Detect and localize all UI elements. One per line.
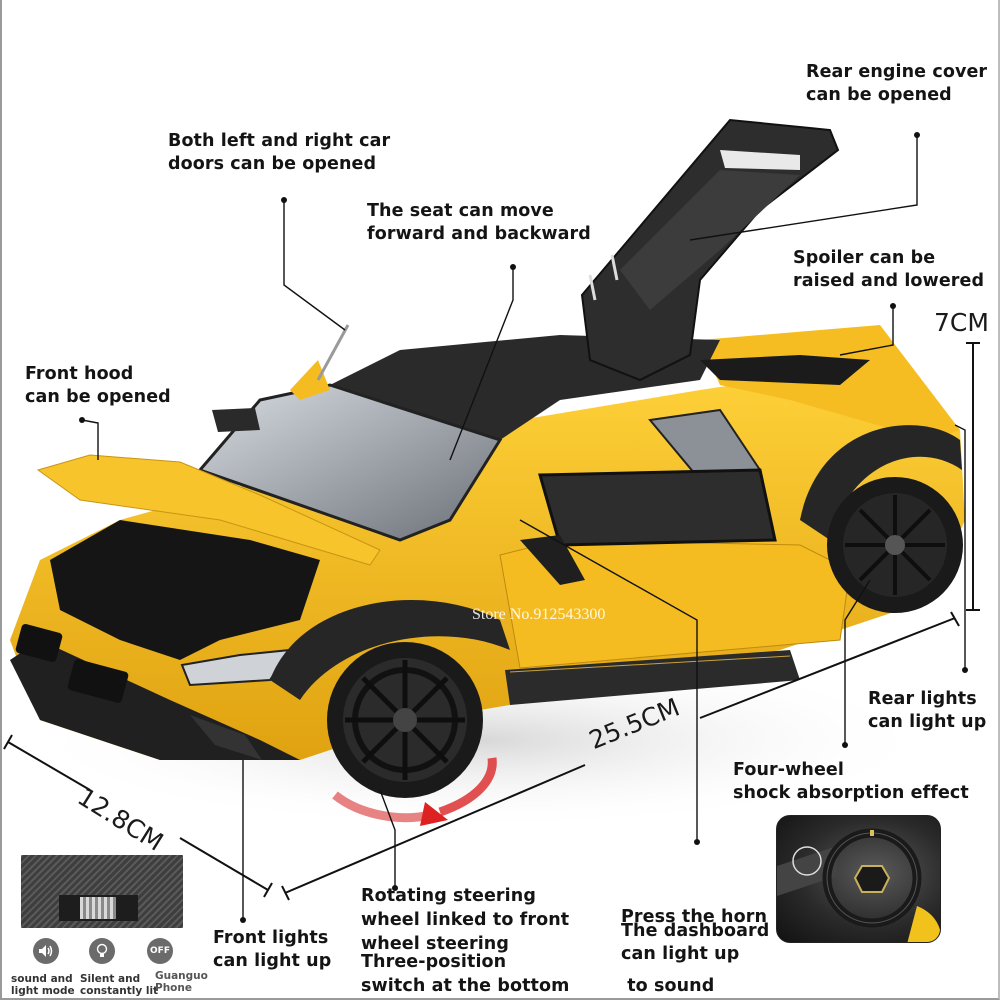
callout-dashboard: The dashboard can light up: [621, 920, 769, 966]
callout-spoiler: Spoiler can be raised and lowered: [793, 247, 984, 293]
callout-line: Front lights: [213, 928, 329, 948]
callout-line: Spoiler can be: [793, 248, 936, 268]
speaker-icon: [33, 938, 59, 964]
callout-line: switch at the bottom: [361, 976, 570, 996]
mode-label-off: Guanguo Phone: [155, 970, 208, 994]
dashboard-photo: [776, 815, 941, 943]
callout-shock-absorption: Four-wheel shock absorption effect: [733, 759, 969, 805]
mode-label-line: light mode: [11, 985, 75, 997]
callout-line: can light up: [621, 944, 740, 964]
callout-front-lights: Front lights can light up: [213, 927, 331, 973]
callout-seat: The seat can move forward and backward: [367, 200, 591, 246]
callout-line: Rear lights: [868, 689, 977, 709]
callout-line: to sound: [621, 976, 715, 996]
callout-line: Press the horn: [621, 907, 768, 927]
callout-line: Three-position: [361, 952, 507, 972]
bottom-switch-photo: [21, 855, 183, 928]
callout-line: forward and backward: [367, 224, 591, 244]
callout-line: can be opened: [25, 387, 171, 407]
mode-label-silent-lit: Silent and constantly lit: [80, 973, 158, 997]
steering-wheel-icon: [777, 828, 940, 942]
callout-switch: Three-position switch at the bottom: [361, 950, 569, 998]
mode-label-line: constantly lit: [80, 985, 159, 997]
callout-line: Four-wheel: [733, 760, 844, 780]
callout-line: can be opened: [806, 85, 952, 105]
callout-front-hood: Front hood can be opened: [25, 363, 171, 409]
callout-line: The seat can move: [367, 201, 554, 221]
callout-line: The dashboard: [621, 921, 770, 941]
rear-wheel: [827, 477, 963, 613]
bulb-icon: [89, 938, 115, 964]
callout-line: doors can be opened: [168, 154, 377, 174]
callout-line: Both left and right car: [168, 131, 391, 151]
callout-line: Front hood: [25, 364, 134, 384]
callout-line: wheel steering: [361, 934, 509, 954]
callout-line: raised and lowered: [793, 271, 985, 291]
callout-line: Rotating steering: [361, 886, 536, 906]
callout-rear-lights: Rear lights can light up: [868, 688, 986, 734]
mode-label-line: sound and: [11, 973, 73, 985]
callout-line: wheel linked to front: [361, 910, 570, 930]
mode-label-line: Silent and: [80, 973, 141, 985]
off-icon: OFF: [147, 938, 173, 964]
mode-label-line: Guanguo: [155, 970, 208, 982]
callout-line: Rear engine cover: [806, 62, 988, 82]
mode-label-sound-light: sound and light mode: [11, 973, 75, 997]
height-dimension: 7CM: [934, 308, 989, 337]
callout-line: shock absorption effect: [733, 783, 969, 803]
callout-line: can light up: [213, 951, 332, 971]
callout-horn: Press the horn to sound: [621, 860, 767, 1000]
callout-doors: Both left and right car doors can be ope…: [168, 130, 390, 176]
callout-steering: Rotating steering wheel linked to front …: [361, 884, 569, 956]
mode-label-line: Phone: [155, 982, 192, 994]
front-wheel: [327, 642, 483, 798]
callout-line: can light up: [868, 712, 987, 732]
store-watermark: Store No.912543300: [472, 606, 606, 623]
switch-knob: [80, 897, 116, 919]
callout-rear-engine-cover: Rear engine cover can be opened: [806, 61, 987, 107]
